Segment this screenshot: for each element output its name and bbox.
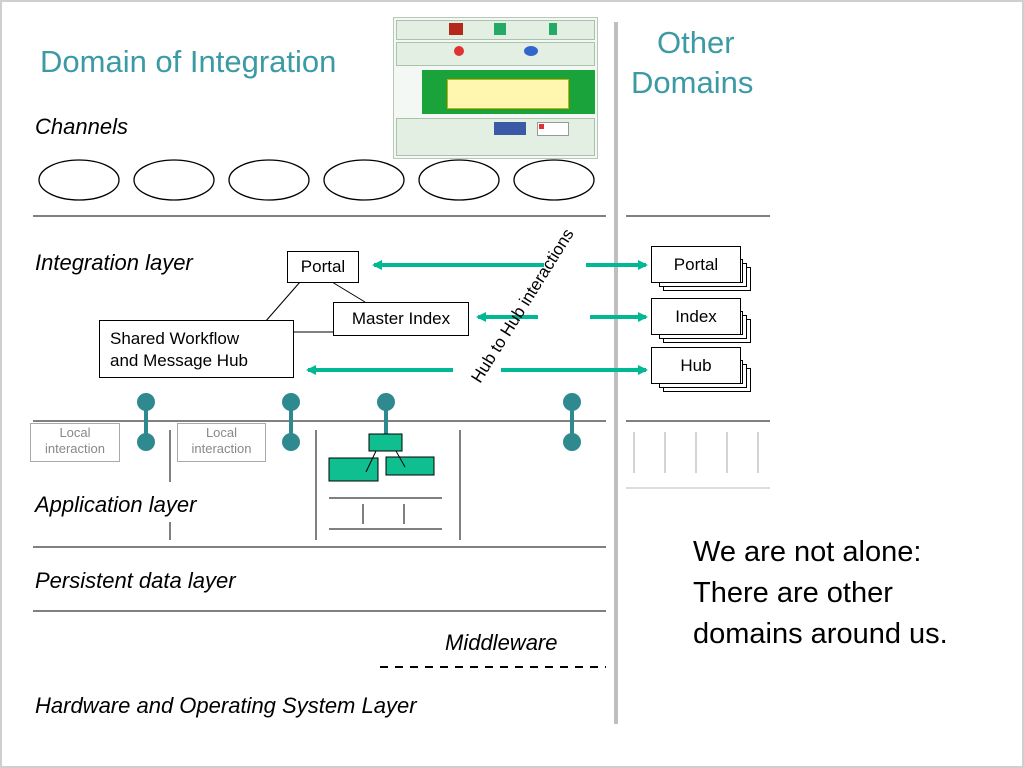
- channels-label: Channels: [35, 114, 128, 139]
- other-portal-box: Portal: [651, 246, 741, 283]
- app-component-diagram: [328, 433, 442, 530]
- thumbnail-service-delivery-hub: [422, 70, 595, 114]
- other-domains-title-line1: Other: [657, 25, 735, 60]
- note-text: We are not alone: There are other domain…: [693, 532, 948, 655]
- local-interaction-box-1: Local interaction: [30, 423, 120, 462]
- portal-box: Portal: [287, 251, 359, 283]
- channel-ellipse-3: [228, 159, 310, 201]
- local-interaction-1-line2: interaction: [45, 441, 105, 456]
- application-layer-label: Application layer: [35, 492, 197, 517]
- note-line3: domains around us.: [693, 618, 948, 650]
- other-hub-box: Hub: [651, 347, 741, 384]
- master-index-box: Master Index: [333, 302, 469, 336]
- local-interaction-2-line1: Local: [205, 425, 238, 440]
- shared-workflow-line2: and Message Hub: [110, 351, 248, 370]
- connector-pin-1: [137, 393, 155, 451]
- thumbnail-access-band: [396, 118, 595, 156]
- channel-ellipse-1: [38, 159, 120, 201]
- middleware-label: Middleware: [445, 630, 558, 655]
- local-interaction-2-line2: interaction: [191, 441, 252, 456]
- shared-workflow-line1: Shared Workflow: [110, 329, 240, 348]
- other-domains-title-line2: Domains: [631, 65, 754, 100]
- shared-workflow-hub-box: Shared Workflow and Message Hub: [99, 320, 294, 378]
- persistent-data-layer-label: Persistent data layer: [35, 568, 236, 593]
- portal-to-index-link: [331, 281, 366, 303]
- integration-layer-label: Integration layer: [35, 250, 193, 275]
- domain-title: Domain of Integration: [40, 44, 337, 79]
- other-index-box: Index: [651, 298, 741, 335]
- connector-pin-4: [563, 393, 581, 451]
- connector-pin-2: [282, 393, 300, 451]
- channel-ellipse-5: [418, 159, 500, 201]
- local-interaction-box-2: Local interaction: [177, 423, 266, 462]
- note-line2: There are other: [693, 577, 893, 609]
- channel-ellipse-6: [513, 159, 595, 201]
- note-line1: We are not alone:: [693, 536, 922, 568]
- channel-ellipse-2: [133, 159, 215, 201]
- local-interaction-1-line1: Local: [59, 425, 91, 440]
- hardware-os-layer-label: Hardware and Operating System Layer: [35, 693, 417, 718]
- thumbnail-choose-band: [396, 42, 595, 66]
- reference-diagram-thumbnail: [393, 17, 598, 159]
- portal-to-hub-link: [264, 281, 301, 323]
- channel-ellipse-4: [323, 159, 405, 201]
